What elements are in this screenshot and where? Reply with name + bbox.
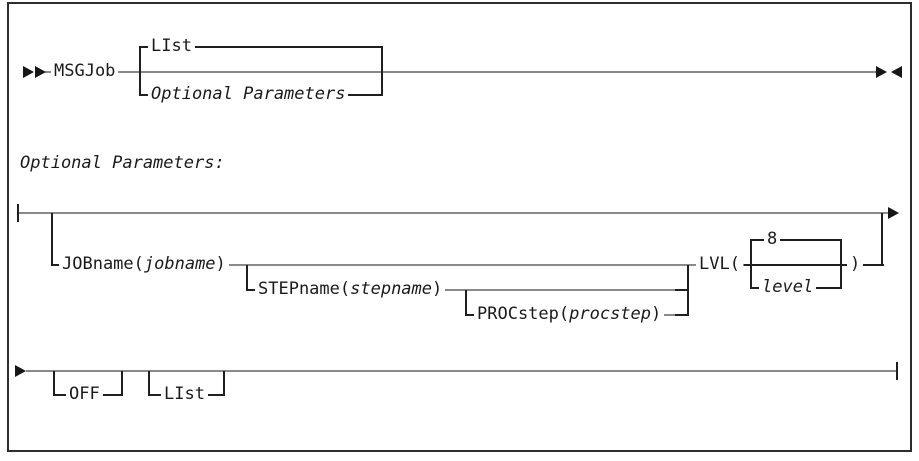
jobname-branch-line [52,264,752,266]
off-option-label: OFF [66,385,103,405]
jobname-variable: jobname [143,254,216,275]
lvl-through-path [744,264,852,266]
rail-end-arrow-icon [876,66,887,78]
jobname-join-riser [881,213,883,265]
fragment-start-tick [17,204,19,222]
choice-branch-right [381,46,383,96]
lvl-keyword: LVL( [696,255,743,275]
lvl-default-path [750,239,842,241]
command-keyword: MSGJob [51,62,119,82]
optional-parameters-option-label: Optional Parameters [148,85,349,105]
lvl-default-value: 8 [764,230,781,250]
procstep-join-corner [675,314,689,316]
jobname-close-paren: ) [215,254,226,275]
rail-line [383,71,877,73]
procstep-branch-corner [465,314,481,316]
rail-continue-arrow-icon [888,207,899,219]
list-branch-left [148,371,150,396]
choice-through-path [141,71,381,73]
stepname-join-corner [675,289,689,291]
jobname-parameter-label: JOBname(jobname) [59,254,229,275]
rail-end-arrow-icon [891,66,902,78]
stepname-close-paren: ) [432,279,443,300]
stepname-variable: stepname [350,279,433,300]
off-branch-left [53,371,55,396]
jobname-join-line [858,264,884,266]
rail-line [26,370,898,372]
stepname-branch-line [247,289,689,291]
rail-continue-arrow-icon [15,365,26,377]
procstep-parameter-label: PROCstep(procstep) [474,304,665,325]
choice-branch-left [139,46,141,96]
jobname-keyword: JOBname( [62,254,144,275]
stepname-branch-drop [246,265,248,290]
rail-start-arrow-icon [35,66,46,78]
procstep-keyword: PROCstep( [477,304,570,325]
off-branch-right [121,371,123,396]
branch-join-riser [687,265,689,316]
rail-line [18,212,889,214]
jobname-branch-drop [51,213,53,265]
lvl-variable-label: level [759,278,817,298]
list-default-label: LIst [148,37,195,57]
list-branch-right [223,371,225,396]
rail-start-arrow-icon [23,66,34,78]
list-option-label: LIst [161,385,208,405]
procstep-branch-drop [465,290,467,315]
stepname-keyword: STEPname( [258,279,351,300]
stepname-parameter-label: STEPname(stepname) [255,279,446,300]
stepname-branch-corner [246,289,262,291]
procstep-close-paren: ) [651,304,662,325]
fragment-end-tick [896,362,898,380]
choice-default-path [139,46,383,48]
fragment-section-label: Optional Parameters: [17,154,228,174]
lvl-close-paren: ) [847,255,864,275]
diagram-border [7,2,912,452]
procstep-variable: procstep [569,304,652,325]
